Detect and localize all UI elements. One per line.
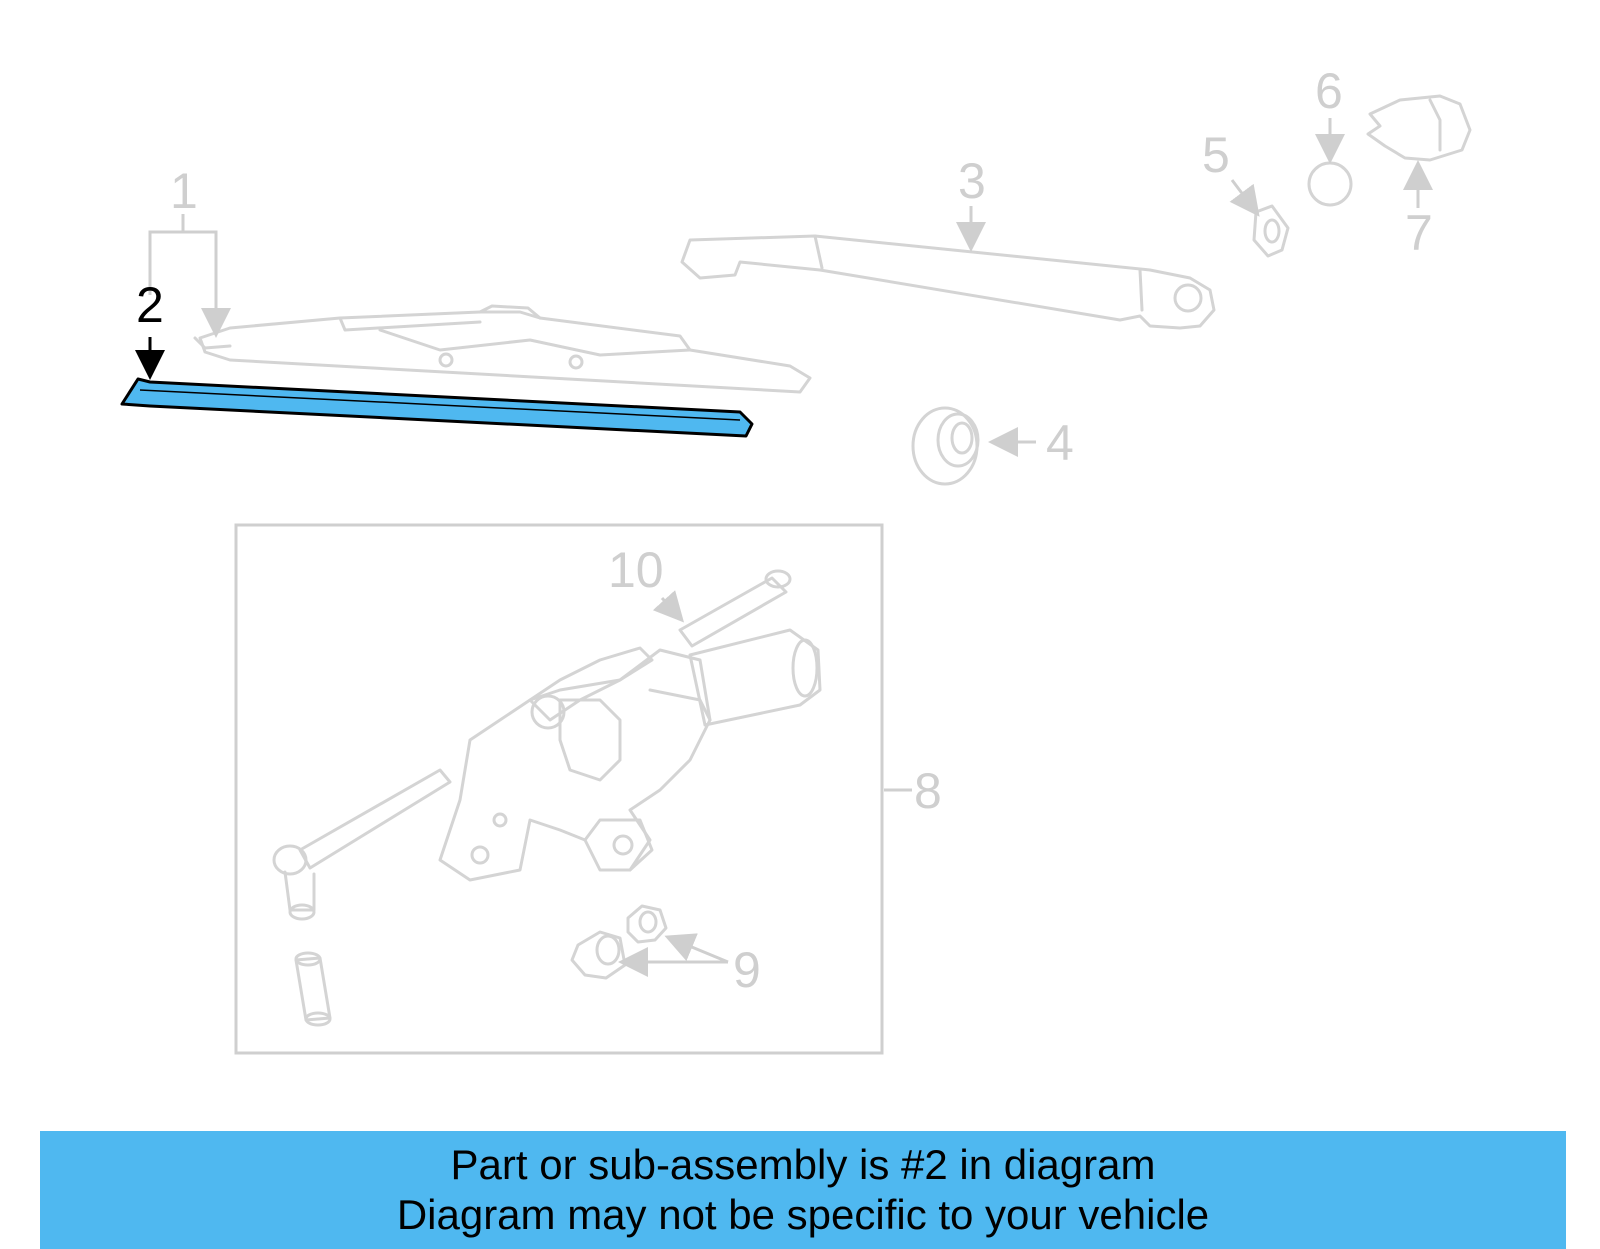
callout-6: 6 xyxy=(1315,63,1343,119)
callout-1: 1 xyxy=(170,163,198,219)
pivot-shaft[interactable] xyxy=(272,768,452,1027)
callout-3: 3 xyxy=(958,153,986,209)
wiper-blade-insert-highlighted[interactable] xyxy=(120,377,754,438)
banner-line-1: Part or sub-assembly is #2 in diagram xyxy=(450,1141,1156,1188)
bushings[interactable] xyxy=(570,904,668,980)
wiper-motor[interactable] xyxy=(438,628,822,882)
info-banner: Part or sub-assembly is #2 in diagram Di… xyxy=(40,1131,1566,1249)
washer[interactable] xyxy=(1307,161,1353,207)
nut[interactable] xyxy=(1252,204,1290,258)
callout-8: 8 xyxy=(914,763,942,819)
callout-7: 7 xyxy=(1405,205,1433,261)
motor-assembly-box xyxy=(234,523,884,1055)
grommet[interactable] xyxy=(911,406,980,486)
callout-5: 5 xyxy=(1202,127,1230,183)
callout-2: 2 xyxy=(136,277,164,333)
cover-cap[interactable] xyxy=(1366,94,1472,162)
callout-10: 10 xyxy=(608,542,664,598)
wiper-blade-assembly[interactable] xyxy=(193,304,812,394)
pin[interactable] xyxy=(678,569,792,648)
wiper-arm[interactable] xyxy=(680,234,1216,330)
banner-line-2: Diagram may not be specific to your vehi… xyxy=(396,1191,1210,1238)
callout-9: 9 xyxy=(733,942,761,998)
callout-4: 4 xyxy=(1046,415,1074,471)
